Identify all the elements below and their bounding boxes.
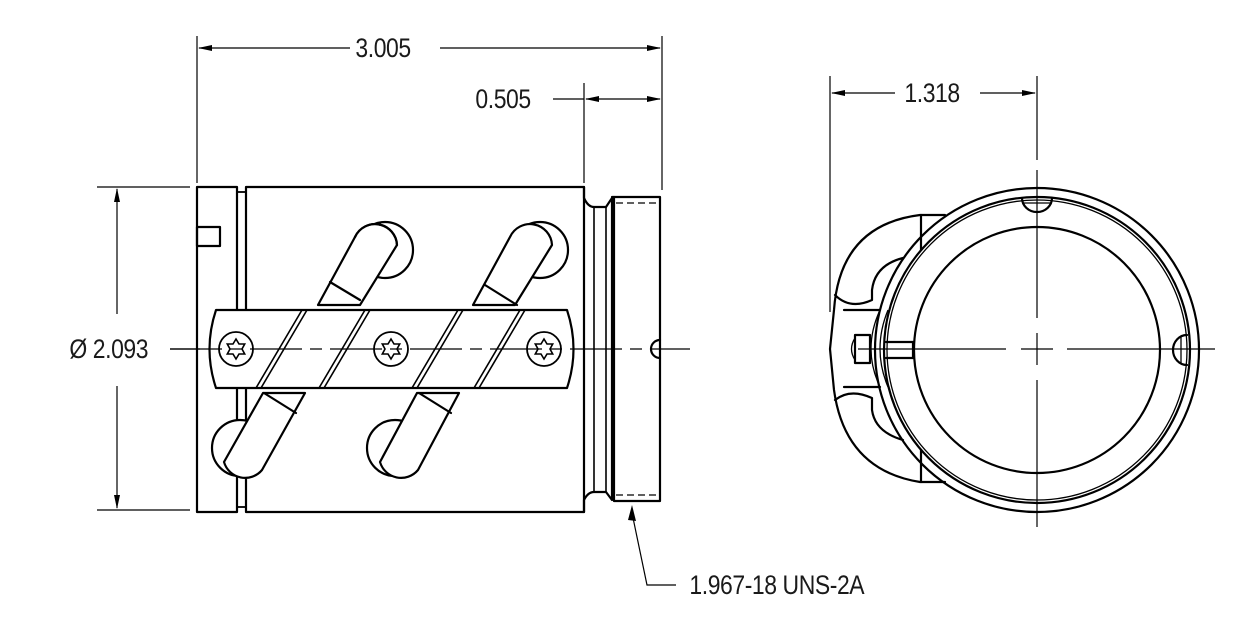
thread-callout-leader — [631, 512, 676, 586]
dim-outer-diameter: Ø 2.093 — [66, 334, 152, 364]
right-notch — [1171, 333, 1189, 367]
collar-key — [195, 225, 222, 248]
dim-overall-length: 3.005 — [352, 33, 415, 63]
dim-thread-length: 0.505 — [472, 84, 535, 114]
thread-callout: 1.967-18 UNS-2A — [686, 570, 868, 600]
lever-outer-profile — [828, 213, 947, 484]
clamp-lever-lower-right — [378, 391, 461, 479]
end-view — [828, 76, 1215, 527]
dim-end-view-offset: 1.318 — [901, 78, 964, 108]
clamp-lever-lower-left — [222, 391, 307, 479]
clamp-lever-upper-left — [316, 223, 399, 307]
side-view — [97, 36, 690, 586]
clamp-lever-upper-right — [471, 223, 554, 307]
